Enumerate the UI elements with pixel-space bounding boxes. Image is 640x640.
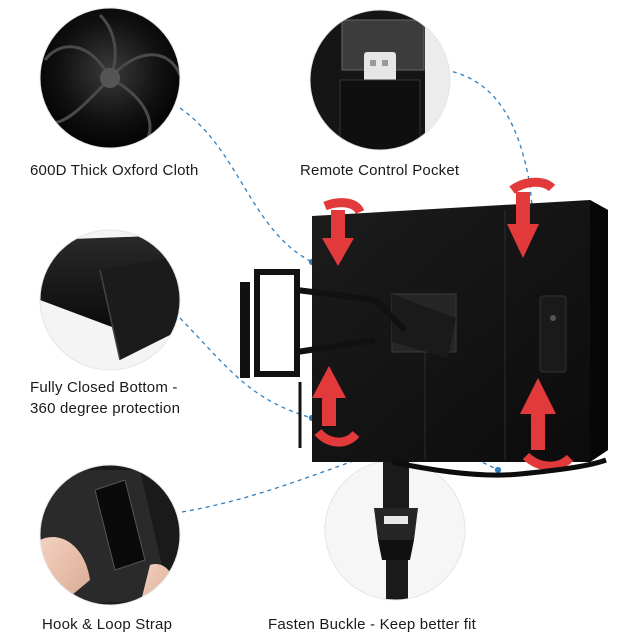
tv-cover xyxy=(312,200,608,462)
arrow-up-right xyxy=(520,378,574,471)
remote-pocket-icon xyxy=(310,10,450,150)
caption-closed-bottom-line2: 360 degree protection xyxy=(30,400,181,417)
strap xyxy=(391,457,607,478)
hook-loop-icon xyxy=(40,465,180,605)
arrows xyxy=(312,177,574,471)
closed-bottom-icon xyxy=(40,230,180,370)
arrow-down-right xyxy=(507,177,556,258)
buckle-icon xyxy=(325,460,465,600)
tv-mount-icon xyxy=(240,269,408,448)
caption-buckle: Fasten Buckle - Keep better fit xyxy=(268,616,476,633)
arrow-up-left xyxy=(312,366,360,447)
caption-closed-bottom: Fully Closed Bottom - 360 degree protect… xyxy=(30,377,230,419)
caption-oxford-cloth: 600D Thick Oxford Cloth xyxy=(30,162,199,179)
caption-closed-bottom-line1: Fully Closed Bottom - xyxy=(30,379,178,396)
caption-remote-pocket: Remote Control Pocket xyxy=(300,162,460,179)
arrow-down-left xyxy=(322,198,365,266)
fabric-swirl-icon xyxy=(40,8,180,148)
caption-hook-loop: Hook & Loop Strap xyxy=(42,616,173,633)
